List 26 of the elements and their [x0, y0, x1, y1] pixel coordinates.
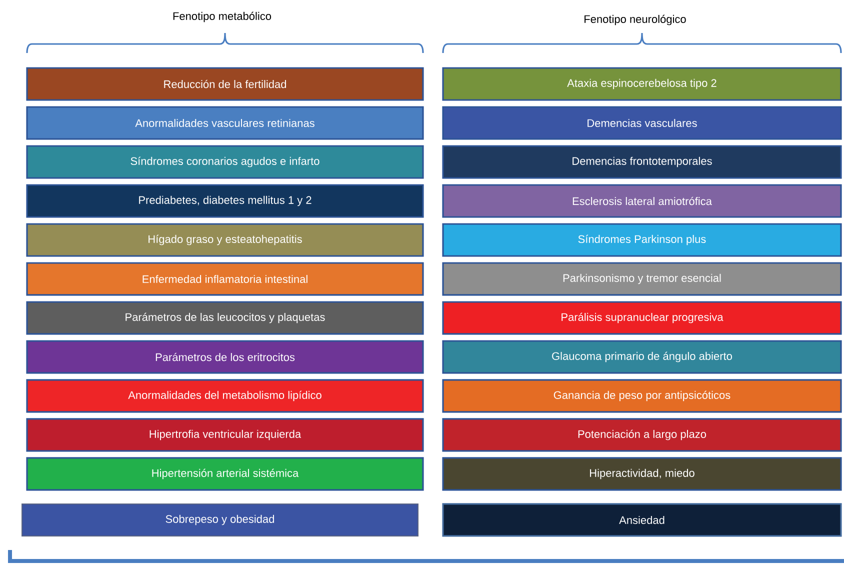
category-box: Glaucoma primario de ángulo abierto — [442, 340, 842, 374]
category-box: Anormalidades vasculares retinianas — [26, 106, 424, 140]
heading: Fenotipo neurológico — [584, 14, 686, 26]
category-box: Sobrepeso y obesidad — [22, 503, 418, 536]
category-box: Síndromes coronarios agudos e infarto — [26, 145, 424, 179]
category-box: Demencias frontotemporales — [442, 145, 842, 179]
category-box: Ganancia de peso por antipsicóticos — [442, 379, 842, 413]
category-box: Parámetros de las leucocitos y plaquetas — [26, 301, 424, 335]
category-box: Parkinsonismo y tremor esencial — [442, 262, 842, 296]
category-box: Parálisis supranuclear progresiva — [442, 301, 842, 335]
category-box: Hiperactividad, miedo — [442, 457, 842, 491]
category-box: Hipertensión arterial sistémica — [26, 457, 424, 491]
category-box: Ansiedad — [442, 503, 842, 537]
category-box: Hipertrofia ventricular izquierda — [26, 418, 424, 452]
category-box: Ataxia espinocerebelosa tipo 2 — [442, 67, 842, 101]
category-box: Anormalidades del metabolismo lipídico — [26, 379, 424, 413]
category-box: Potenciación a largo plazo — [442, 418, 842, 452]
category-box: Demencias vasculares — [442, 106, 842, 140]
category-box: Esclerosis lateral amiotrófica — [442, 184, 842, 218]
category-box: Síndromes Parkinson plus — [442, 223, 842, 257]
category-box: Enfermedad inflamatoria intestinal — [26, 262, 424, 296]
category-box: Parámetros de los eritrocitos — [26, 340, 424, 374]
category-box: Hígado graso y esteatohepatitis — [26, 223, 424, 257]
category-box: Prediabetes, diabetes mellitus 1 y 2 — [26, 184, 424, 218]
category-box: Reducción de la fertilidad — [26, 67, 424, 101]
heading: Fenotipo metabólico — [173, 12, 272, 22]
